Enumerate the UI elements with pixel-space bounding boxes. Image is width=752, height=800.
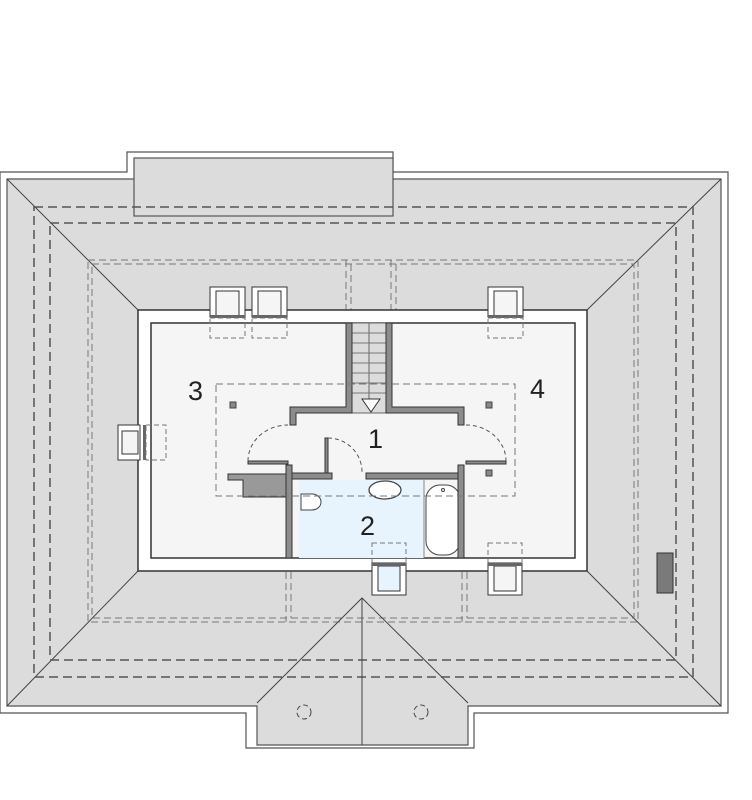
roof-window bbox=[487, 286, 524, 339]
roof-window bbox=[371, 542, 407, 596]
room-number-1: 1 bbox=[368, 424, 383, 454]
door-swings bbox=[247, 424, 507, 474]
chimney bbox=[656, 552, 674, 594]
vent-icon bbox=[413, 704, 429, 720]
room-number-4: 4 bbox=[530, 374, 545, 404]
interior-walls bbox=[227, 322, 507, 559]
lower-floor-outlines bbox=[87, 259, 639, 623]
vent-icon bbox=[296, 704, 312, 720]
room-number-3: 3 bbox=[188, 376, 203, 406]
roof-windows bbox=[117, 286, 524, 596]
hip-lines bbox=[6, 178, 722, 707]
room-number-2: 2 bbox=[360, 511, 375, 541]
roof-window bbox=[251, 286, 288, 339]
columns bbox=[229, 401, 493, 477]
ceiling-outline bbox=[215, 383, 516, 497]
staircase bbox=[351, 322, 387, 414]
bathtub-icon bbox=[425, 484, 461, 556]
roof-window bbox=[487, 542, 523, 596]
roof-window bbox=[209, 286, 246, 339]
roof-window bbox=[117, 424, 167, 461]
gable bbox=[256, 597, 469, 745]
stair-direction-arrow-icon bbox=[361, 398, 381, 413]
sink-icon bbox=[368, 480, 402, 500]
bathroom-floor bbox=[299, 480, 424, 558]
toilet-icon bbox=[300, 493, 322, 511]
dashed-outlines bbox=[33, 206, 694, 678]
